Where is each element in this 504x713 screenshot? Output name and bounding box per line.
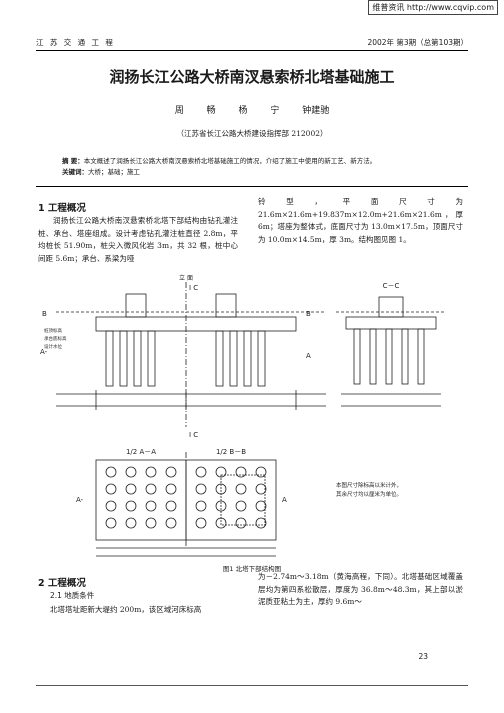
section2-left-paragraph: 北塔塔址距新大堤约 200m，该区域河床标高	[50, 605, 202, 614]
issue-info: 2002年 第3期（总第103期）	[367, 38, 468, 47]
label-plan-a-left: A-	[76, 496, 84, 504]
figure-caption: 图1 北塔下部结构图	[222, 565, 282, 573]
section1-left-paragraph: 润扬长江公路大桥南汊悬索桥北塔下部结构由钻孔灌注桩、承台、塔座组成。设计考虑钻孔…	[38, 216, 238, 263]
plan-b-piles	[195, 466, 267, 529]
label-a-right: A	[306, 352, 311, 360]
label-a-left: A-	[40, 348, 48, 356]
abstract-line: 摘 要：本文概述了润扬长江公路大桥南汊悬索桥北塔基础施工的情况，介绍了施工中使用…	[62, 156, 462, 167]
section1-right-paragraph: 铃型，平面尺寸为 21.6m×21.6m+19.837m×12.0m+21.6m…	[258, 197, 463, 244]
article-title: 润扬长江公路大桥南汊悬索桥北塔基础施工	[109, 68, 395, 86]
journal-name: 江 苏 交 通 工 程	[36, 38, 115, 47]
label-b-right: B	[306, 310, 311, 318]
pier-structure-figure: 立 面 I C I C B B A- A C－C 1/2 A－A 1/2 B－B…	[40, 274, 446, 557]
section2-right-paragraph: 为－2.74m～3.18m（黄海高程，下同）。北塔基础区域覆盖层均为第四系松散层…	[258, 572, 463, 606]
plan-a-piles	[105, 466, 177, 529]
label-section-cc: C－C	[383, 282, 400, 290]
page-number: 23	[418, 652, 428, 661]
elevation-piles	[105, 330, 266, 387]
tower-left	[125, 293, 147, 318]
label-half-aa: 1/2 A－A	[126, 448, 156, 456]
label-c-bottom: I C	[189, 431, 198, 439]
source-watermark: 维普资讯 http://www.cqvip.com	[368, 0, 498, 15]
abstract-label: 摘 要：	[62, 157, 84, 165]
figure-note-line1: 本图尺寸除标高以米计外，	[336, 481, 402, 489]
label-design-water: 设计水位	[44, 343, 62, 350]
label-b-left: B	[42, 310, 47, 318]
keywords-text: 大桥；基础；施工	[88, 168, 140, 176]
article-affiliation: （江苏省长江公路大桥建设指挥部 212002）	[176, 129, 328, 138]
section-cc-piles	[353, 328, 425, 385]
section2-subheading: 2.1 地质条件	[50, 591, 95, 600]
keywords-line: 关键词：大桥；基础；施工	[62, 167, 462, 178]
keywords-label: 关键词：	[62, 168, 88, 176]
abstract-separator	[36, 186, 468, 187]
pile-cap	[95, 316, 297, 332]
label-plan-a-right: A	[282, 496, 287, 504]
abstract-block: 摘 要：本文概述了润扬长江公路大桥南汊悬索桥北塔基础施工的情况，介绍了施工中使用…	[62, 156, 462, 178]
label-c-top: I C	[189, 284, 198, 292]
abstract-text: 本文概述了润扬长江公路大桥南汊悬索桥北塔基础施工的情况，介绍了施工中使用的新工艺…	[83, 157, 377, 165]
label-half-bb: 1/2 B－B	[216, 448, 246, 456]
section1-heading: 1 工程概况	[38, 203, 86, 214]
footer-rule	[36, 685, 468, 686]
section2-heading: 2 工程概况	[38, 578, 86, 589]
tower-right	[215, 293, 237, 318]
figure-note-line2: 其余尺寸均以厘米为单位。	[336, 490, 402, 498]
label-elevation: 立 面	[179, 274, 193, 282]
label-pile-top-elev: 桩顶标高	[44, 327, 62, 334]
label-cap-bottom-elev: 承台底标高	[44, 335, 67, 342]
header-rule	[36, 50, 468, 51]
article-authors: 周 畅 杨 宁 钟建驰	[174, 106, 330, 116]
